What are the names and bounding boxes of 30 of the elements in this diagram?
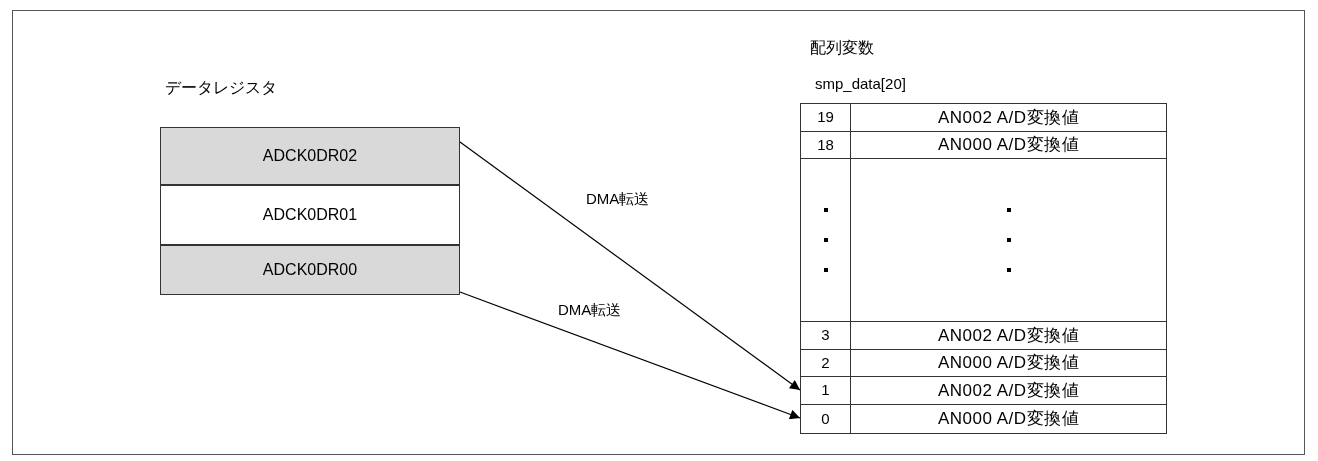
register-name: ADCK0DR00 [262, 260, 358, 280]
table-row [800, 103, 1167, 132]
table-row [800, 131, 1167, 159]
index-number: 3 [821, 325, 830, 346]
heading: データレジスタ [165, 78, 277, 98]
table-row [800, 158, 1167, 322]
index-number: 19 [817, 107, 834, 128]
table-value: AN002 A/D変換値 [937, 106, 1080, 129]
variable-name: smp_data[20] [815, 74, 906, 94]
register-name: ADCK0DR02 [262, 146, 358, 166]
arrow [459, 141, 801, 391]
table-value: AN002 A/D変換値 [937, 379, 1080, 402]
index-number: 0 [821, 408, 830, 429]
heading: 配列変数 [810, 38, 874, 58]
table-value: AN000 A/D変換値 [937, 134, 1080, 157]
table-value: AN000 A/D変換値 [937, 352, 1080, 375]
table-value: AN000 A/D変換値 [937, 408, 1080, 431]
register-box [160, 245, 460, 295]
table-row [800, 321, 1167, 350]
register-name: ADCK0DR01 [262, 205, 358, 225]
table-row [800, 404, 1167, 434]
table-value: AN002 A/D変換値 [937, 324, 1080, 347]
register-box [160, 127, 460, 185]
index-number: 2 [821, 352, 830, 373]
register-box [160, 185, 460, 245]
table-row [800, 376, 1167, 405]
index-number: 18 [817, 134, 834, 155]
index-number: 1 [821, 380, 830, 401]
table-row [800, 349, 1167, 377]
arrow [459, 291, 801, 420]
